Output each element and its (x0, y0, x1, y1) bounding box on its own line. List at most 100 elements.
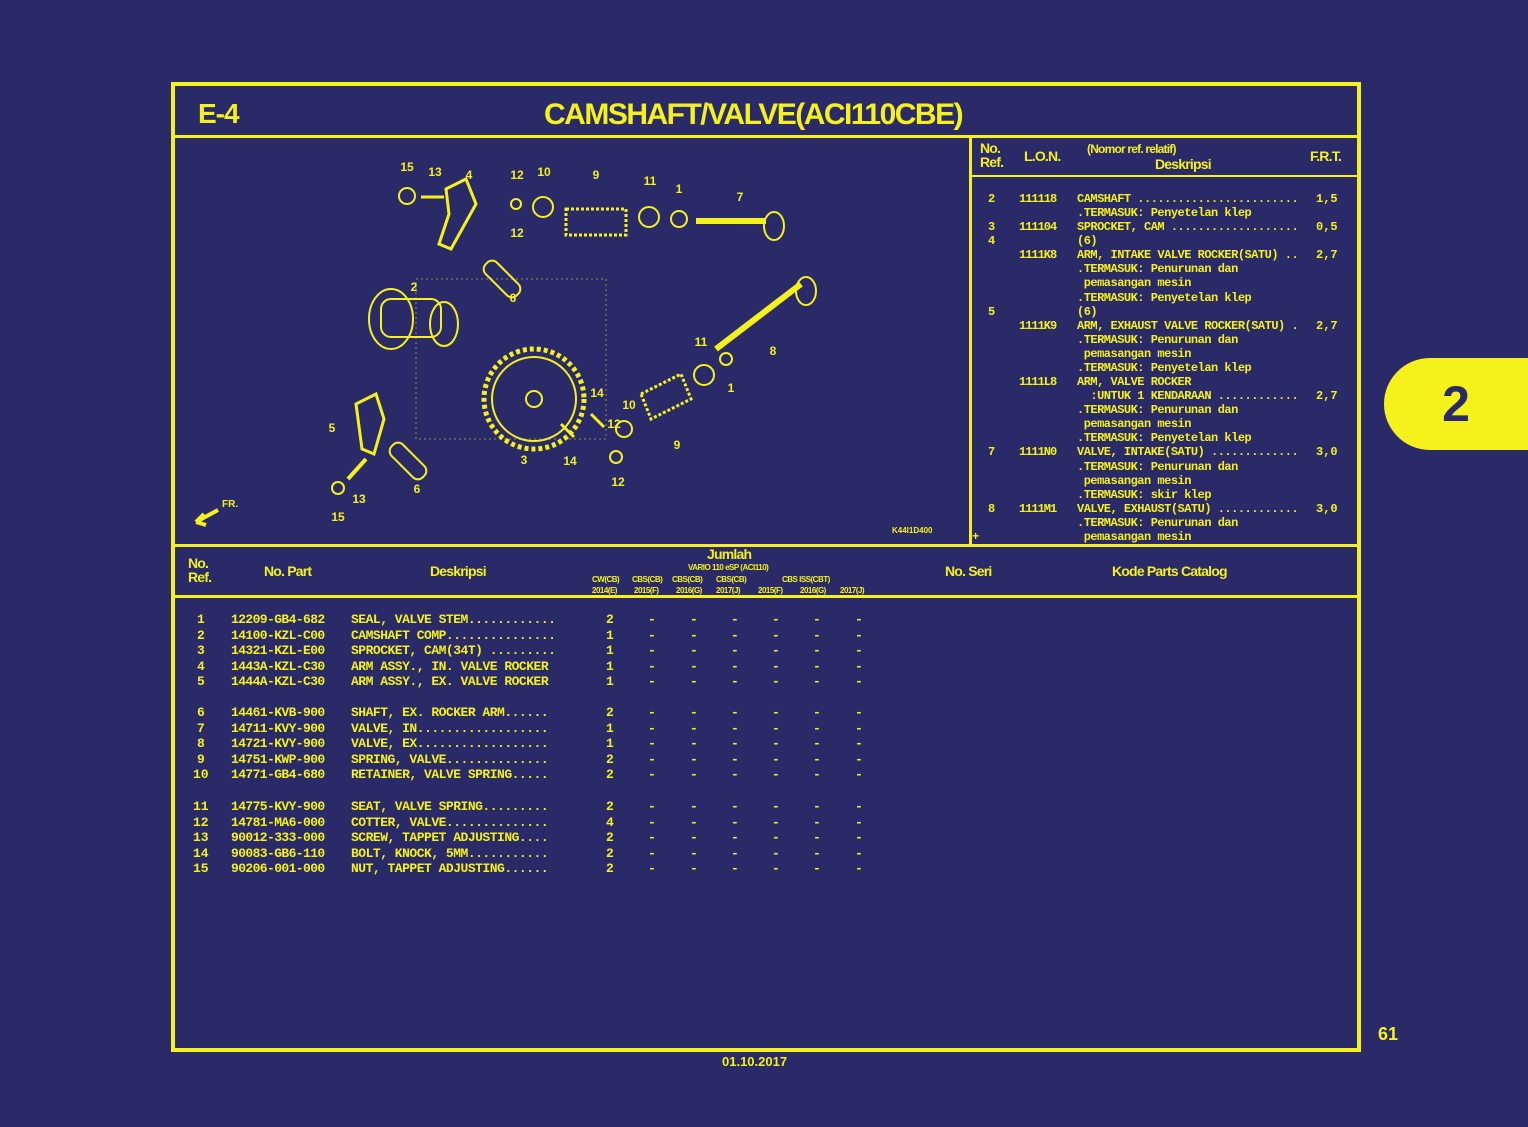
frt-desc: .TERMASUK: Penurunan dan (1077, 403, 1238, 418)
model-year-label: 2014(E) (592, 586, 617, 595)
row-quantity: - (855, 767, 863, 782)
callout-label: 5 (329, 421, 336, 435)
callout-label: 6 (414, 482, 421, 496)
parts-header-model: VARIO 110 eSP (ACI110) (688, 563, 769, 572)
row-quantity: - (690, 751, 698, 767)
frt-desc: .TERMASUK: Penurunan dan (1077, 459, 1238, 474)
frt-desc: VALVE, INTAKE(SATU) ............. (1077, 445, 1299, 460)
row-quantity: - (690, 612, 698, 627)
front-arrow-icon (194, 508, 219, 527)
row-quantity: - (731, 751, 739, 767)
row-quantity: - (813, 720, 821, 736)
row-part-number: 14461-KVB-900 (231, 705, 325, 720)
row-quantity: - (648, 736, 656, 751)
row-quantity: - (855, 814, 863, 830)
row-quantity: 2 (606, 861, 614, 876)
callout-label: 6 (510, 291, 517, 305)
model-type-label: CW(CB) (592, 575, 620, 584)
frt-desc: pemasangan mesin (1077, 346, 1192, 361)
row-description: SPRING, VALVE.............. (351, 751, 549, 767)
frt-desc: .TERMASUK: skir klep (1077, 487, 1212, 502)
callout-label: 12 (611, 475, 625, 489)
frt-lon: 1111N0 (1019, 445, 1057, 460)
row-quantity: - (813, 845, 821, 861)
watermark-pattern (415, 278, 607, 440)
row-quantity: - (772, 705, 780, 720)
divider (972, 175, 1357, 177)
row-description: ARM ASSY., IN. VALVE ROCKER (351, 658, 549, 674)
row-quantity: - (648, 612, 656, 627)
row-part-number: 90206-001-000 (231, 861, 325, 876)
row-quantity: - (648, 705, 656, 720)
row-ref: 10 (193, 767, 209, 782)
row-ref: 5 (197, 674, 205, 689)
frt-ref: 4 (988, 234, 996, 249)
model-year-label: 2017(J) (840, 586, 865, 595)
frt-value: 0,5 (1316, 220, 1338, 235)
row-description: CAMSHAFT COMP............... (351, 627, 556, 643)
row-quantity: 2 (606, 767, 614, 782)
row-ref: 15 (193, 861, 209, 876)
row-quantity: - (648, 830, 656, 845)
row-description: NUT, TAPPET ADJUSTING...... (351, 861, 549, 876)
frt-desc: :UNTUK 1 KENDARAAN ............ (1077, 389, 1299, 404)
model-year-label: 2015(F) (634, 586, 659, 595)
model-type-label: CBS(CB) (672, 575, 703, 584)
callout-label: 1 (728, 381, 735, 395)
frt-desc: ARM, INTAKE VALVE ROCKER(SATU) .. (1077, 248, 1299, 263)
row-quantity: - (731, 720, 739, 736)
row-quantity: - (813, 674, 821, 689)
row-quantity: - (772, 845, 780, 861)
frt-desc: ARM, EXHAUST VALVE ROCKER(SATU) . (1077, 318, 1299, 333)
row-quantity: - (855, 845, 863, 861)
frt-desc: CAMSHAFT ........................ (1077, 192, 1299, 206)
row-quantity: - (855, 627, 863, 643)
row-quantity: - (772, 814, 780, 830)
callout-label: 10 (622, 398, 636, 412)
frt-value: 2,7 (1316, 318, 1338, 333)
callout-label: 3 (521, 453, 528, 467)
row-quantity: - (855, 674, 863, 689)
page-title: CAMSHAFT/VALVE(ACI110CBE) (544, 98, 964, 131)
row-quantity: - (813, 830, 821, 845)
parts-header-part: No. Part (264, 563, 312, 579)
frt-desc: .TERMASUK: Penyetelan klep (1077, 431, 1252, 446)
frt-desc: .TERMASUK: Penyetelan klep (1077, 290, 1252, 305)
row-quantity: - (690, 799, 698, 814)
row-part-number: 14721-KVY-900 (231, 736, 325, 751)
callout-label: 12 (510, 226, 524, 240)
model-year-label: 2016(G) (800, 586, 826, 595)
row-quantity: - (772, 751, 780, 767)
row-quantity: - (813, 799, 821, 814)
row-quantity: - (731, 861, 739, 876)
frt-desc: (6) (1077, 304, 1098, 319)
frt-ref: 7 (988, 445, 996, 460)
row-quantity: - (772, 799, 780, 814)
row-quantity: - (731, 799, 739, 814)
row-part-number: 14321-KZL-E00 (231, 643, 325, 658)
chapter-tab[interactable]: 2 (1384, 358, 1528, 450)
row-quantity: - (690, 643, 698, 658)
divider (175, 135, 1357, 138)
frt-desc: SPROCKET, CAM ................... (1077, 220, 1299, 235)
callout-label: 9 (674, 438, 681, 452)
row-quantity: - (855, 643, 863, 658)
row-quantity: - (855, 830, 863, 845)
callout-label: 9 (593, 168, 600, 182)
model-year-label: 2015(F) (758, 586, 783, 595)
row-quantity: - (648, 674, 656, 689)
intake-valve-part (696, 211, 785, 241)
row-ref: 9 (197, 751, 205, 767)
row-ref: 11 (193, 799, 209, 814)
row-description: SHAFT, EX. ROCKER ARM...... (351, 705, 549, 720)
frt-lon: 1111L8 (1019, 375, 1057, 390)
row-quantity: 2 (606, 751, 614, 767)
row-quantity: - (855, 720, 863, 736)
page-frame (171, 82, 1361, 1052)
callout-label: 13 (352, 492, 366, 506)
row-quantity: - (648, 767, 656, 782)
row-quantity: - (813, 814, 821, 830)
row-part-number: 90012-333-000 (231, 830, 325, 845)
row-part-number: 14771-GB4-680 (231, 767, 325, 782)
